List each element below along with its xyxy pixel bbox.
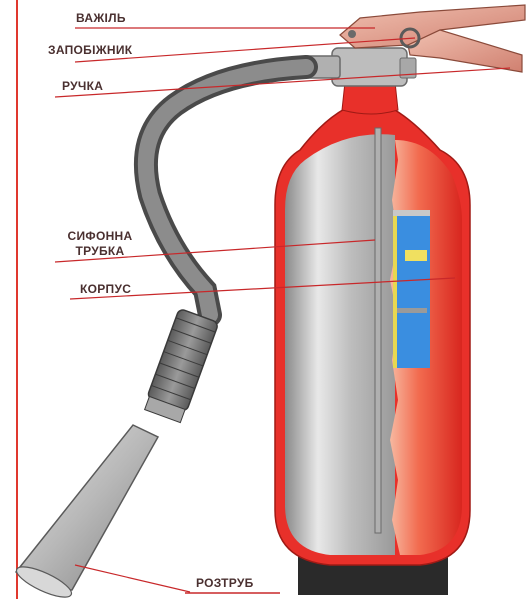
- horn: [16, 425, 158, 590]
- label-handle: РУЧКА: [62, 80, 103, 93]
- valve-pivot: [348, 30, 356, 38]
- hose-grip: [143, 308, 219, 423]
- label-body: КОРПУС: [80, 283, 131, 296]
- label-safety-pin: ЗАПОБІЖНИК: [48, 44, 132, 57]
- siphon-tube: [375, 128, 381, 533]
- cartridge-top: [393, 210, 430, 216]
- valve-head: [332, 48, 407, 86]
- agent-cartridge: [393, 213, 430, 368]
- cartridge-grey-mark: [397, 308, 427, 313]
- cartridge-yellow-band-left: [393, 213, 397, 368]
- label-horn: РОЗТРУБ: [196, 577, 254, 590]
- cartridge-yellow-mark: [405, 250, 427, 261]
- cylinder-neck: [342, 82, 398, 114]
- label-lever: ВАЖІЛЬ: [76, 12, 126, 25]
- leader-horn: [75, 565, 190, 592]
- label-siphon-tube-line1: СИФОННА: [60, 230, 140, 243]
- label-siphon-tube-line2: ТРУБКА: [60, 245, 140, 258]
